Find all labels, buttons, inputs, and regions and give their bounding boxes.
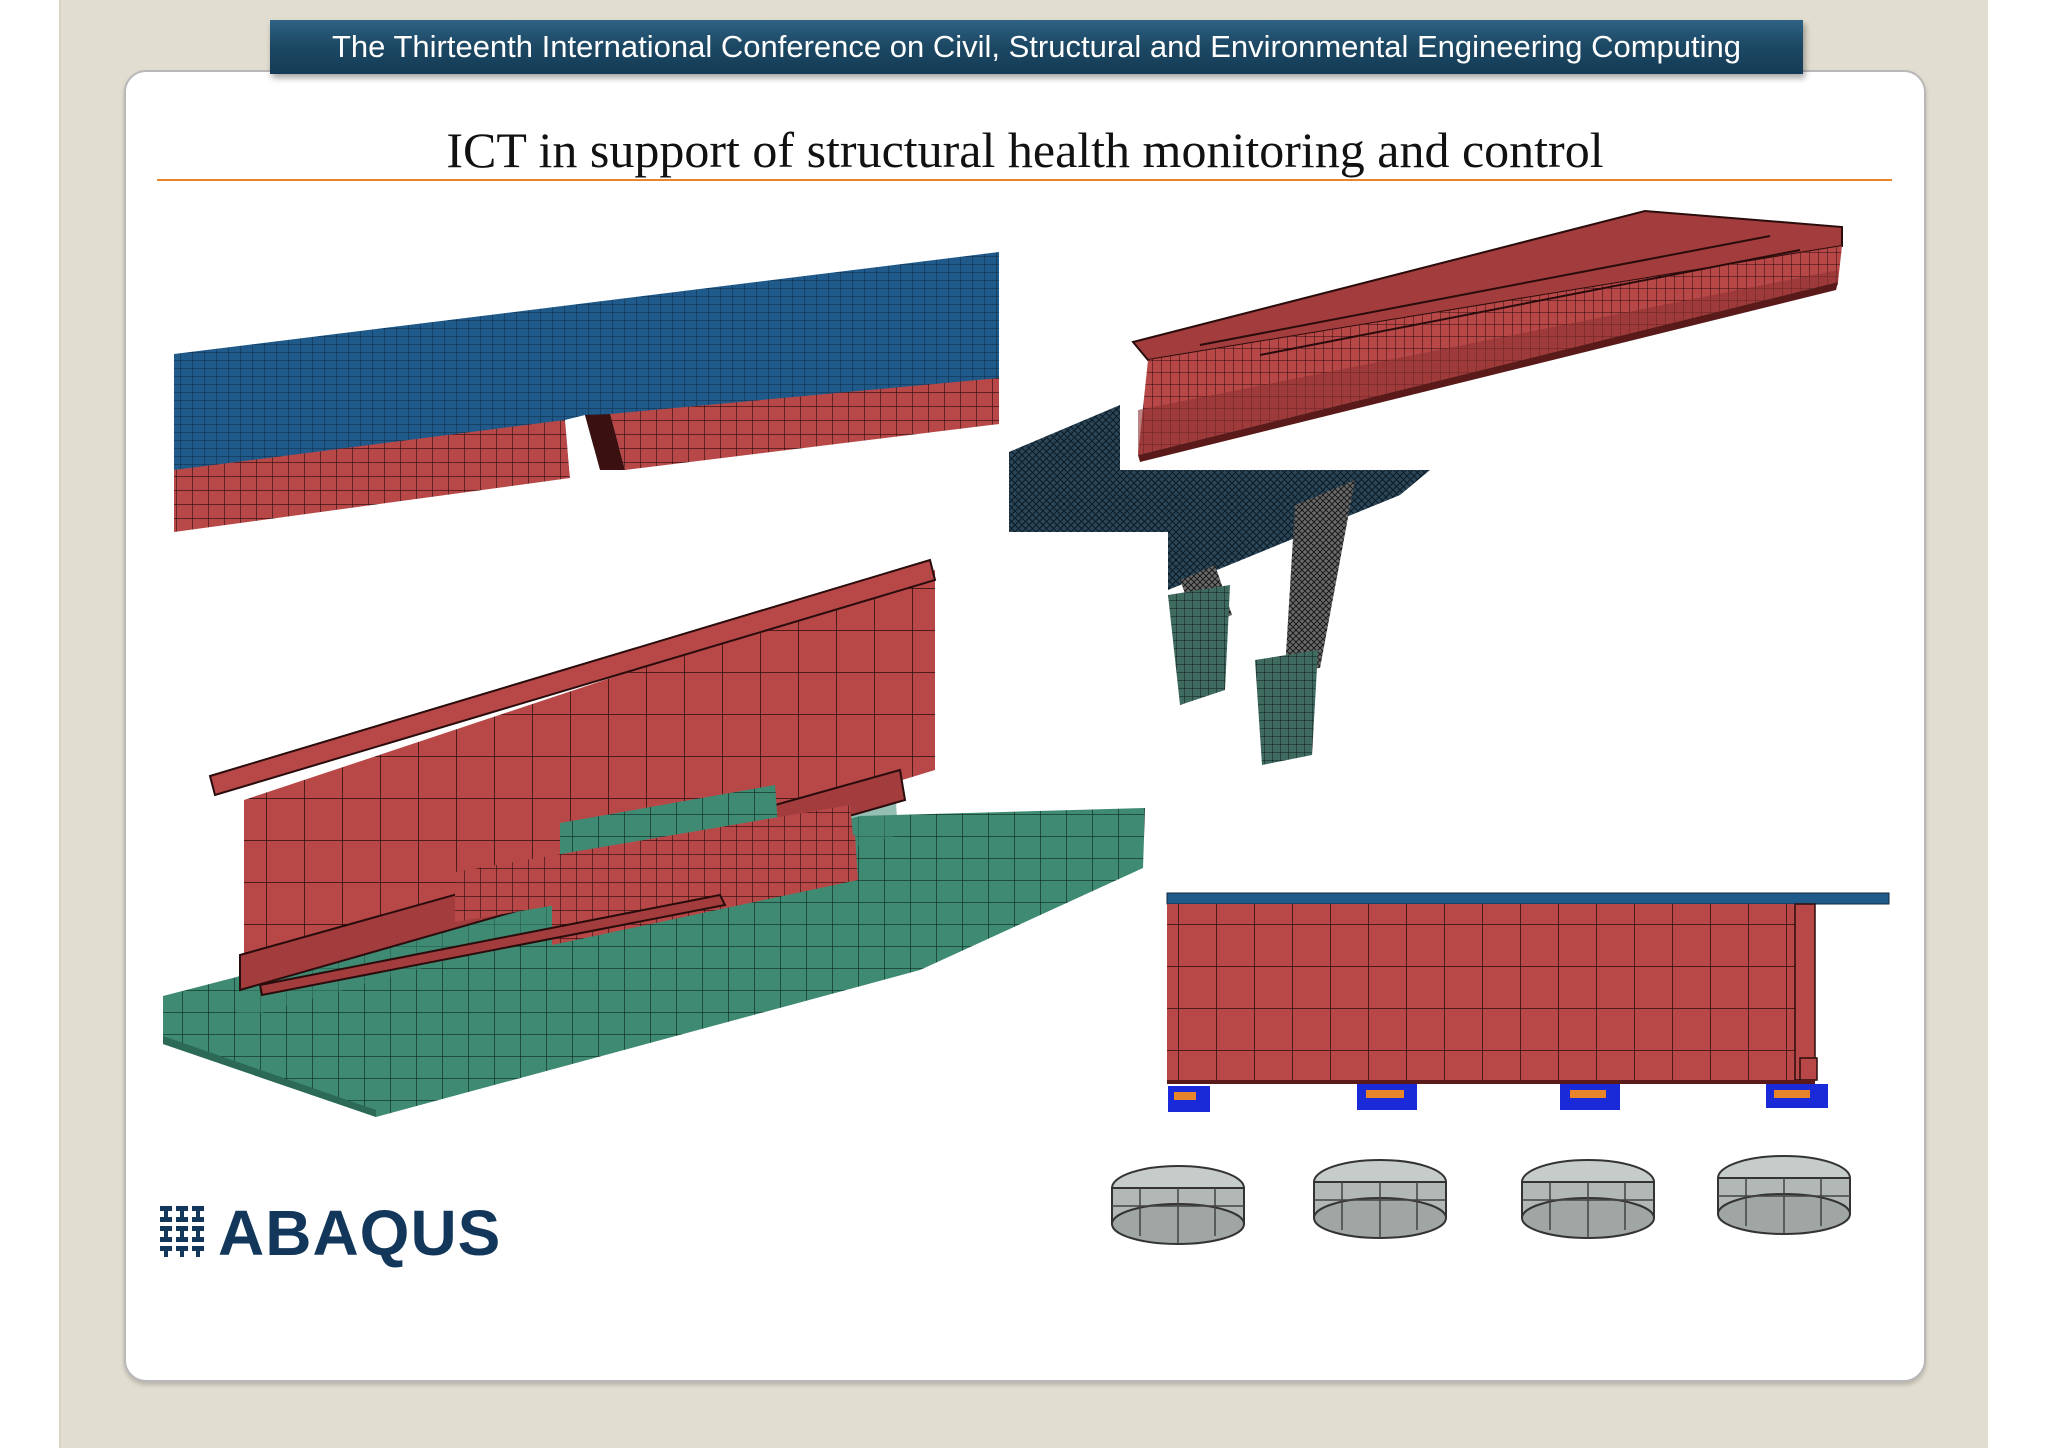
piers-figure <box>1009 405 1430 765</box>
title-rule <box>157 179 1892 181</box>
abaqus-logo: ABAQUS <box>158 1192 528 1272</box>
slide-title: ICT in support of structural health moni… <box>446 122 1604 178</box>
deck-section-figure <box>174 252 999 532</box>
bearing-disc <box>1111 1165 1245 1245</box>
girder-elevation-figure <box>1166 892 1890 1084</box>
bearing-disc <box>1717 1155 1851 1235</box>
abaqus-logo-text: ABAQUS <box>218 1197 502 1269</box>
page-bottom-band <box>61 1446 1988 1448</box>
page-background-edge <box>59 0 61 1448</box>
bearing-discs <box>1111 1155 1851 1245</box>
abaqus-logo-icon <box>160 1206 204 1257</box>
abutment-figure <box>163 558 1145 1117</box>
bearing-disc <box>1313 1159 1447 1239</box>
conference-banner: The Thirteenth International Conference … <box>270 20 1803 74</box>
box-girder-figure <box>1131 209 1843 462</box>
bearing-markers <box>1168 1084 1828 1112</box>
bearing-disc <box>1521 1159 1655 1239</box>
